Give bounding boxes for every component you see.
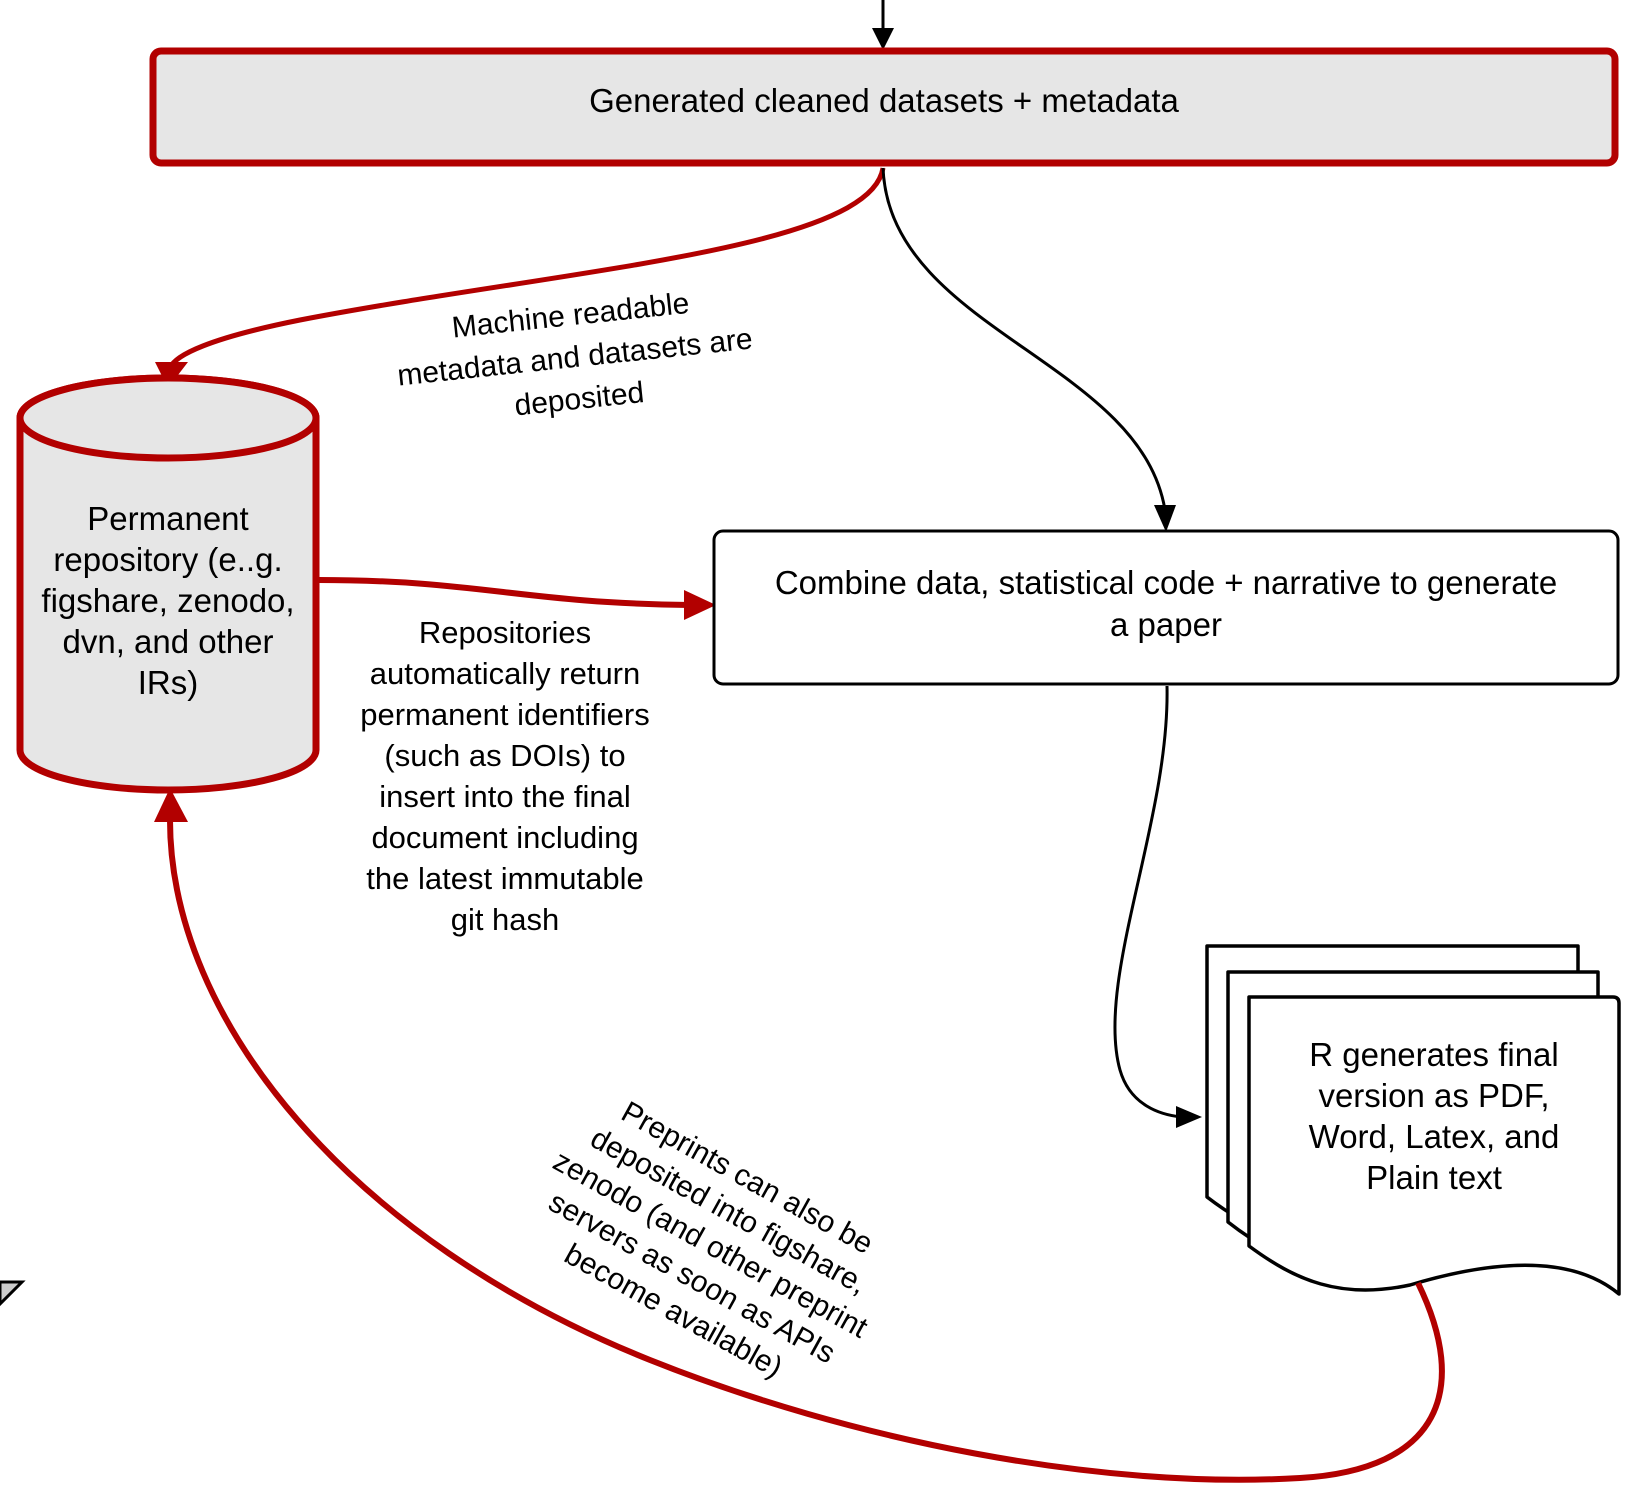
output-documents xyxy=(1205,944,1621,1296)
combine-label: Combine data, statistical code + narrati… xyxy=(774,564,1558,643)
generated-to-combine-edge xyxy=(881,167,1176,532)
repository-cylinder xyxy=(16,374,320,794)
identifiers-edge-label: Repositories automatically return perman… xyxy=(360,615,650,937)
repository-label: Permanent repository (e..g. figshare, ze… xyxy=(41,500,295,701)
generated-datasets-label: Generated cleaned datasets + metadata xyxy=(589,82,1179,119)
preprints-edge xyxy=(154,788,1445,1483)
partial-offscreen-shape xyxy=(0,1280,26,1307)
incoming-arrow xyxy=(872,0,894,50)
generated-datasets-box xyxy=(149,47,1619,167)
combine-box xyxy=(712,529,1620,686)
identifiers-edge xyxy=(317,577,716,620)
combine-to-output-edge xyxy=(1113,685,1202,1128)
output-label: R generates final version as PDF, Word, … xyxy=(1308,1036,1560,1196)
